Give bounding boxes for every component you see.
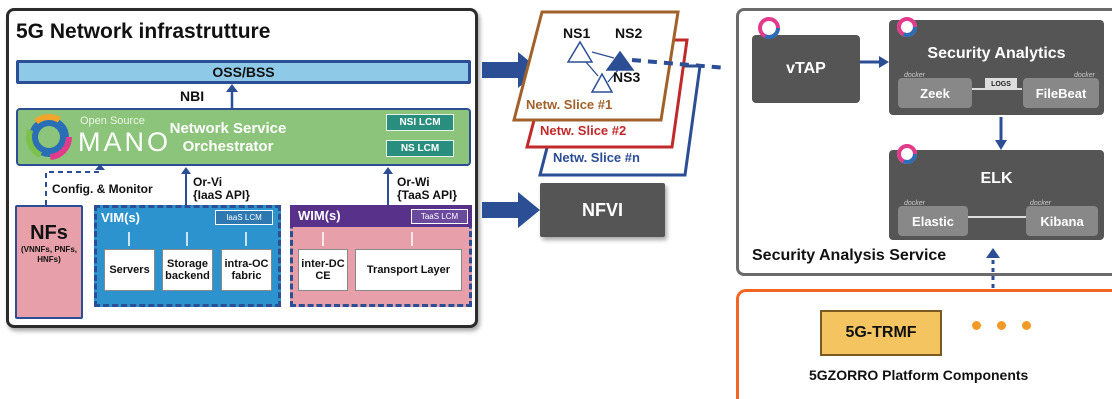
network-slices <box>482 10 727 228</box>
iaas-lcm-badge: IaaS LCM <box>215 210 273 225</box>
nsi-lcm-badge: NSI LCM <box>386 114 454 131</box>
vim-internal-arrows <box>128 232 413 246</box>
vim-title: VIM(s) <box>101 210 140 225</box>
security-analysis-title: Security Analysis Service <box>752 247 947 264</box>
ns1-label: NS1 <box>563 25 591 41</box>
or-wi-line-2: {TaaS API} <box>397 188 458 202</box>
logs-badge: LOGS <box>984 77 1018 91</box>
arrow-to-nfvi <box>482 192 540 228</box>
docker-label-kibana: docker <box>1030 200 1052 207</box>
vtap-box: vTAP <box>752 35 860 103</box>
oss-bss-bar: OSS/BSS <box>16 60 471 84</box>
docker-label-zeek: docker <box>904 72 926 79</box>
config-monitor-connector <box>45 166 101 205</box>
docker-label-filebeat: docker <box>1074 72 1096 79</box>
elk-title: ELK <box>980 170 1013 187</box>
orchestrator-line-2: Orchestrator <box>182 138 274 155</box>
nfvi-box: NFVI <box>540 183 665 237</box>
or-vi-line-1: Or-Vi <box>193 175 223 189</box>
nfs-subtitle: (VNNFs, PNFs, HNFs) <box>20 245 77 264</box>
ellipsis-dot-2 <box>997 321 1006 330</box>
or-vi-line-2: {IaaS API} <box>193 188 250 202</box>
elastic-box: Elastic <box>898 206 968 236</box>
ns-lcm-badge: NS LCM <box>386 140 454 157</box>
storage-backend-box: Storage backend <box>162 249 213 291</box>
zorro-platform-title: 5GZORRO Platform Components <box>809 367 1029 383</box>
nfs-title: NFs <box>30 222 68 244</box>
or-wi-arrowhead <box>383 167 393 174</box>
nbi-arrowhead <box>226 84 238 92</box>
security-analytics-logo-icon <box>897 17 917 37</box>
security-analytics-title: Security Analytics <box>927 45 1066 62</box>
or-vi-label: Or-Vi {IaaS API} <box>193 176 250 202</box>
slice-1-shape <box>512 10 680 122</box>
nfs-box <box>15 205 83 319</box>
or-wi-label: Or-Wi {TaaS API} <box>397 176 457 202</box>
slice-2-label: Netw. Slice #2 <box>540 123 627 138</box>
ellipsis-dot-3 <box>1022 321 1031 330</box>
ns1-icon <box>566 40 594 63</box>
ellipsis-dot-1 <box>972 321 981 330</box>
security-connectors <box>860 56 1026 296</box>
zeek-box: Zeek <box>898 78 972 108</box>
config-monitor-label: Config. & Monitor <box>52 182 153 196</box>
mano-open-source-label: Open Source <box>80 115 145 127</box>
slice-1-label: Netw. Slice #1 <box>526 97 613 112</box>
docker-label-elastic: docker <box>904 200 926 207</box>
ns2-icon <box>605 50 635 71</box>
config-monitor-arrowhead <box>95 164 105 170</box>
slice-n-label: Netw. Slice #n <box>553 150 640 165</box>
infrastructure-connectors <box>45 84 413 246</box>
infrastructure-title: 5G Network infrastrutture <box>16 20 271 43</box>
inter-dc-ce-box: inter-DC CE <box>298 249 348 291</box>
transport-layer-box: Transport Layer <box>355 249 462 291</box>
ns2-label: NS2 <box>615 25 643 41</box>
servers-box: Servers <box>104 249 155 291</box>
elk-logo-icon <box>897 144 917 164</box>
trmf-box: 5G-TRMF <box>820 310 942 356</box>
osm-logo-icon <box>26 114 72 160</box>
mano-name-label: MANO <box>78 127 171 157</box>
orchestrator-label: Network Service Orchestrator <box>158 120 298 156</box>
ns3-icon <box>590 72 614 93</box>
orchestrator-line-1: Network Service <box>169 120 287 137</box>
filebeat-box: FileBeat <box>1023 78 1099 108</box>
kibana-box: Kibana <box>1026 206 1098 236</box>
intra-oc-fabric-box: intra-OC fabric <box>221 249 272 291</box>
taas-lcm-badge: TaaS LCM <box>411 209 468 224</box>
ns3-label: NS3 <box>613 69 641 85</box>
or-wi-line-1: Or-Wi <box>397 175 430 189</box>
vtap-logo-icon <box>758 17 780 39</box>
wim-title: WIM(s) <box>298 208 341 223</box>
or-vi-arrowhead <box>181 167 191 174</box>
nbi-label: NBI <box>180 88 205 104</box>
